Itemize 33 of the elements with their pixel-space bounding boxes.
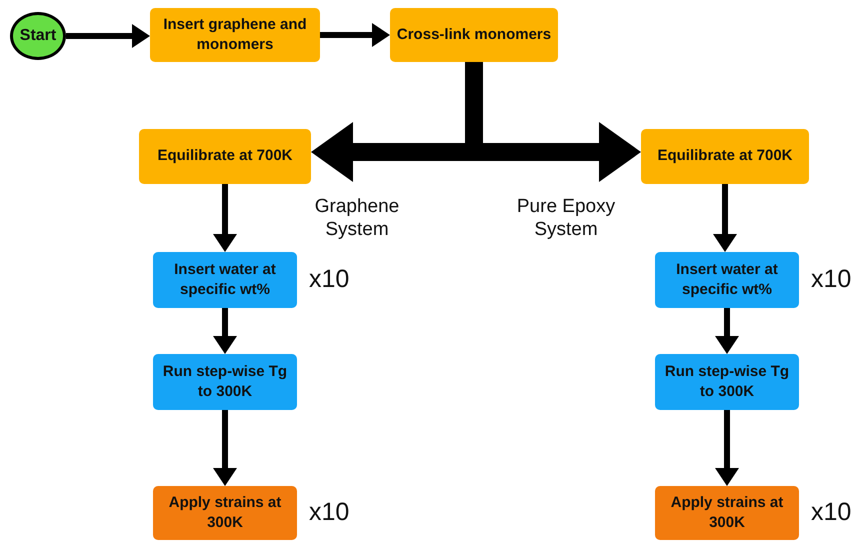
node-text: Apply strains at 300K (670, 492, 784, 533)
process-box (390, 8, 558, 62)
arrow (715, 308, 739, 354)
arrow (213, 308, 237, 354)
arrow (213, 410, 237, 486)
process-box (655, 252, 799, 308)
node-text: Start (20, 26, 56, 46)
arrow (320, 23, 390, 47)
process-box (153, 486, 297, 540)
node-text: Apply strains at 300K (168, 492, 282, 533)
process-box (655, 354, 799, 410)
process-box (153, 252, 297, 308)
process-box (641, 129, 809, 184)
node-text: Insert water at specific wt% (675, 260, 779, 300)
node-text: Insert water at specific wt% (173, 260, 277, 300)
process-box (150, 8, 320, 62)
repeat-count: x10 (811, 498, 852, 527)
process-box (153, 354, 297, 410)
node-text: Run step-wise Tg to 300K (162, 362, 288, 402)
node-text: Equilibrate at 700K (156, 146, 294, 166)
node-text: Insert graphene and monomers (162, 14, 308, 55)
arrow (715, 410, 739, 486)
node-text: Run step-wise Tg to 300K (664, 362, 790, 402)
arrow (66, 24, 150, 48)
process-box (655, 486, 799, 540)
arrow (713, 184, 737, 252)
node-text: Equilibrate at 700K (656, 146, 794, 166)
process-box (139, 129, 311, 184)
repeat-count: x10 (309, 265, 350, 294)
node-text: Cross-link monomers (396, 24, 552, 45)
repeat-count: x10 (309, 498, 350, 527)
arrow (213, 184, 237, 252)
repeat-count: x10 (811, 265, 852, 294)
